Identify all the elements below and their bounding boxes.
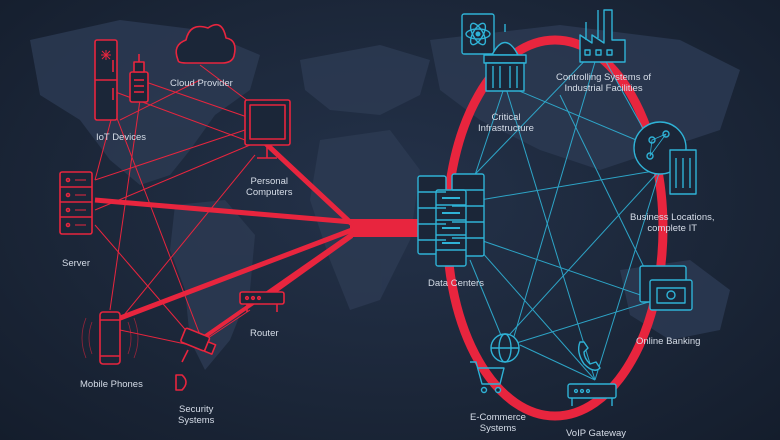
phone-icon (577, 341, 601, 371)
computer-icon (244, 99, 291, 159)
atom-icon (461, 13, 495, 55)
mobile-phone-icon (81, 311, 139, 365)
attack-lines (94, 64, 425, 346)
data-center-icon (417, 173, 485, 267)
label-critical-line1: Critical (491, 112, 521, 123)
label-data-centers: Data Centers (428, 278, 484, 289)
label-personal-line1: Personal (250, 176, 288, 187)
shopping-cart-icon (470, 361, 505, 394)
label-industrial-facilities: Controlling Systems of Industrial Facili… (556, 72, 651, 94)
label-business-line2: complete IT (647, 223, 698, 234)
label-ecommerce-line2: Systems (479, 423, 517, 434)
label-router: Router (250, 328, 279, 339)
label-personal-line2: Computers (246, 187, 293, 198)
online-banking-icon (639, 265, 693, 311)
label-personal-computers: Personal Computers (246, 176, 292, 198)
label-industrial-line1: Controlling Systems of (556, 72, 652, 83)
server-icon (59, 171, 93, 235)
label-server: Server (62, 258, 90, 269)
network-lines (454, 44, 661, 381)
sensor-icon (129, 54, 149, 103)
cloud-icon (175, 23, 236, 64)
label-iot-devices: IoT Devices (96, 132, 146, 143)
label-industrial-line2: Industrial Facilities (564, 83, 643, 94)
label-mobile-phones: Mobile Phones (80, 379, 143, 390)
label-cloud-provider: Cloud Provider (170, 78, 233, 89)
router-icon (239, 291, 285, 312)
label-ecommerce-line1: E-Commerce (470, 412, 526, 423)
label-business-line1: Business Locations, (630, 212, 715, 223)
voip-gateway-icon (567, 383, 617, 406)
label-ecommerce-systems: E-Commerce Systems (470, 412, 526, 434)
label-security-line2: Systems (178, 415, 215, 426)
label-online-banking: Online Banking (636, 336, 701, 347)
label-voip-gateway: VoIP Gateway (566, 428, 627, 439)
attack-pc (260, 138, 354, 226)
attack-mobile (114, 227, 353, 323)
fridge-icon (94, 39, 118, 121)
attack-server (94, 197, 353, 225)
security-camera-icon (175, 327, 217, 391)
label-security-line1: Security (179, 404, 214, 415)
attack-security (198, 232, 354, 342)
ecommerce-globe-icon (490, 333, 520, 363)
factory-icon (579, 9, 626, 63)
label-security-systems: Security Systems (178, 404, 214, 426)
label-critical-line2: Infrastructure (478, 123, 534, 134)
government-building-icon (483, 24, 527, 92)
label-critical-infrastructure: Critical Infrastructure (478, 112, 534, 134)
attack-router (258, 234, 354, 304)
label-business-locations: Business Locations, complete IT (630, 212, 715, 234)
business-location-icon (633, 121, 697, 195)
